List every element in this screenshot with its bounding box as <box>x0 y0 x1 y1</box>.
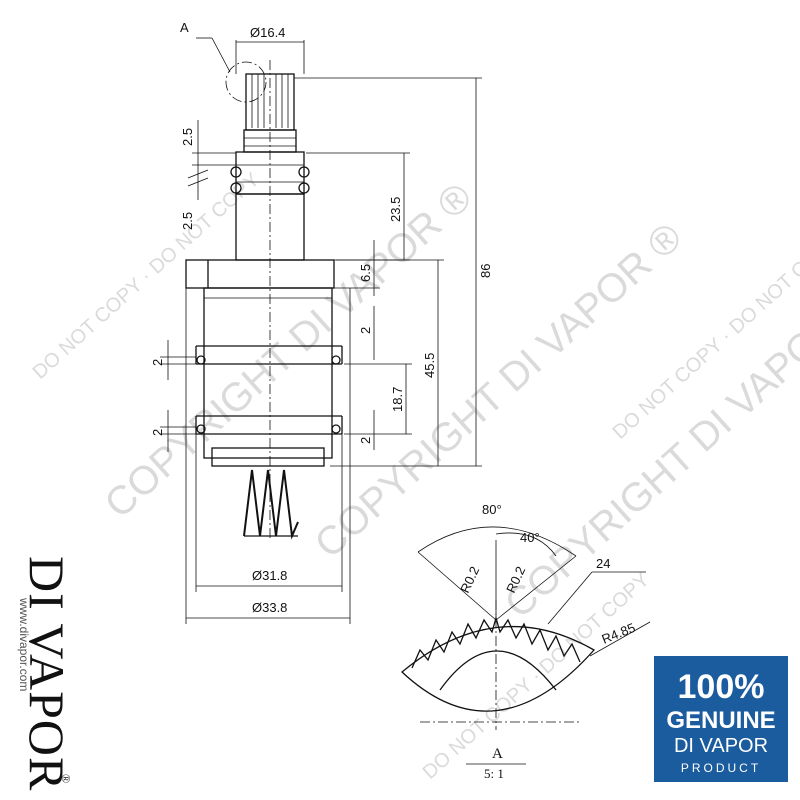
bottom-cap <box>211 447 325 467</box>
spline-inner-arc <box>439 650 557 691</box>
brand-logo: DI VAPOR ® www.divapor.com <box>17 556 75 791</box>
o-ring-lower-right <box>298 182 310 194</box>
spline-grooves <box>251 74 289 128</box>
badge-percent: 100% <box>678 668 765 706</box>
dim-diameter-outer: Ø33.8 <box>252 600 287 615</box>
detail-label: A <box>492 746 503 762</box>
dimension-lines: Ø16.4 A 86 23.5 6.5 45.5 2 18.7 <box>150 20 493 624</box>
detail-angle-total: 80° <box>482 502 502 517</box>
detail-marker-label: A <box>180 20 189 35</box>
dim-o-ring-gap-top: 2.5 <box>180 128 195 146</box>
brand-website: www.divapor.com <box>17 597 31 691</box>
o-ring-upper-left <box>230 166 242 178</box>
badge-background <box>654 656 788 782</box>
dim-upper-height: 23.5 <box>388 197 403 222</box>
spring <box>243 469 299 540</box>
dim-ring-spacing: 18.7 <box>390 387 405 412</box>
o-ring-upper-right <box>298 166 310 178</box>
o-ring-lower-left <box>230 182 242 194</box>
dim-left-ring-bottom: 2 <box>150 429 165 436</box>
cartridge-drawing <box>185 60 343 540</box>
dim-o-ring-gap-bottom: 2.5 <box>180 212 195 230</box>
dim-top-diameter: Ø16.4 <box>250 25 285 40</box>
o-ring-body-1-right <box>331 355 341 365</box>
detail-radius-left: R0.2 <box>457 564 482 595</box>
lower-body <box>203 287 333 459</box>
detail-angle-half: 40° <box>520 530 540 545</box>
badge-product: PRODUCT <box>681 761 761 775</box>
watermark-text-4: DO NOT COPY · DO NOT COPY <box>29 169 264 384</box>
detail-teeth-count: 24 <box>596 556 610 571</box>
dim-collar-height: 6.5 <box>358 264 373 282</box>
dim-lower-height: 45.5 <box>422 353 437 378</box>
brand-logo-text: DI VAPOR <box>19 556 75 791</box>
detail-scale: 5: 1 <box>484 766 504 781</box>
o-ring-body-2-right <box>331 424 341 434</box>
dim-body-gap: 2 <box>358 327 373 334</box>
o-ring-body-1-left <box>196 355 206 365</box>
genuine-badge: 100% GENUINE DI VAPOR PRODUCT <box>654 656 788 782</box>
badge-brand: DI VAPOR <box>674 735 768 757</box>
badge-genuine: GENUINE <box>666 707 775 734</box>
dim-left-ring-top: 2 <box>150 359 165 366</box>
brand-registered: ® <box>59 774 73 783</box>
dim-diameter-inner: Ø31.8 <box>252 568 287 583</box>
o-ring-body-2-left <box>196 424 206 434</box>
dim-bottom-gap: 2 <box>358 437 373 444</box>
detail-circle <box>225 61 267 103</box>
dim-total-height: 86 <box>478 264 493 278</box>
